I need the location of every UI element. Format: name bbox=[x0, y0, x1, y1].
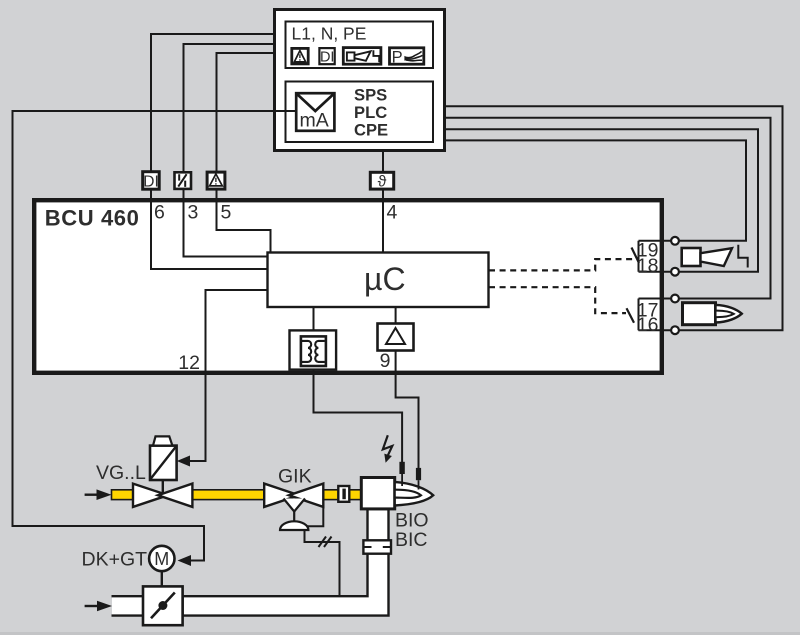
svg-text:SPS: SPS bbox=[354, 86, 387, 105]
svg-text:BIO: BIO bbox=[395, 510, 429, 532]
svg-text:4: 4 bbox=[387, 202, 398, 224]
svg-text:ϑ: ϑ bbox=[378, 174, 387, 191]
svg-text:PLC: PLC bbox=[354, 103, 387, 122]
svg-text:M: M bbox=[154, 549, 169, 569]
svg-text:BCU 460: BCU 460 bbox=[45, 206, 140, 231]
svg-text:5: 5 bbox=[221, 202, 232, 224]
svg-text:GIK: GIK bbox=[278, 466, 312, 488]
svg-text:12: 12 bbox=[178, 352, 200, 374]
svg-text:DI: DI bbox=[143, 174, 159, 191]
svg-text:VG..L: VG..L bbox=[96, 462, 146, 484]
svg-text:18: 18 bbox=[637, 255, 659, 277]
svg-text:9: 9 bbox=[380, 350, 391, 372]
svg-text:mA: mA bbox=[300, 110, 329, 132]
svg-text:P: P bbox=[392, 49, 403, 67]
svg-text:DK+GT: DK+GT bbox=[82, 549, 148, 571]
svg-text:µC: µC bbox=[364, 261, 406, 297]
svg-text:L1, N, PE: L1, N, PE bbox=[292, 24, 367, 44]
svg-text:CPE: CPE bbox=[354, 121, 388, 140]
svg-text:17: 17 bbox=[637, 299, 659, 321]
svg-text:BIC: BIC bbox=[395, 529, 428, 551]
svg-text:3: 3 bbox=[188, 202, 199, 224]
svg-text:6: 6 bbox=[154, 202, 165, 224]
svg-text:16: 16 bbox=[637, 314, 659, 336]
svg-text:DI: DI bbox=[320, 50, 335, 66]
svg-text:19: 19 bbox=[637, 239, 659, 261]
